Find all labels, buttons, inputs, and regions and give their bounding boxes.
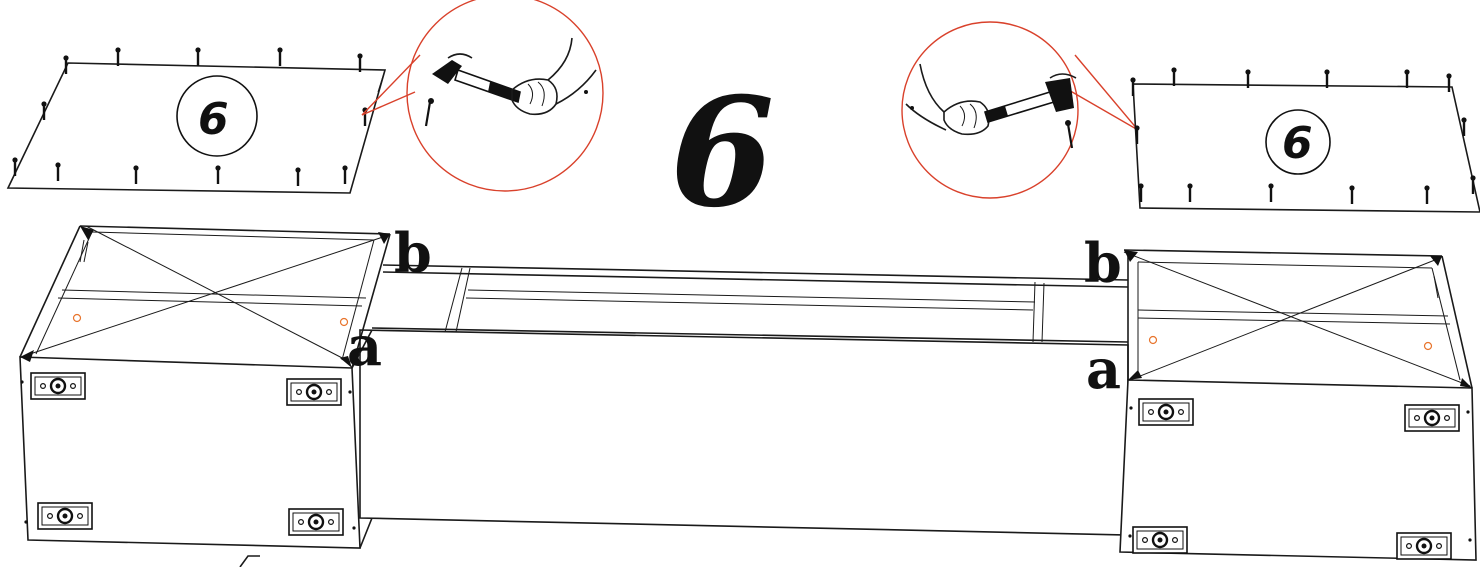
middle-section	[359, 264, 1129, 536]
label-a-left: a	[347, 314, 382, 378]
part-number-badge	[1265, 109, 1331, 175]
bracket-icon	[1131, 525, 1189, 555]
label-a-right: a	[1086, 337, 1121, 401]
arrow-marker	[378, 232, 390, 244]
bracket-icon	[36, 501, 94, 531]
right-top-panel: 6	[1129, 66, 1480, 213]
arrow-marker	[80, 226, 94, 240]
hammer-callout-right	[901, 21, 1139, 199]
bracket-icon	[1137, 397, 1195, 427]
bracket-icon	[287, 507, 345, 537]
arrow-marker	[340, 356, 352, 368]
label-b-right: b	[1084, 231, 1122, 295]
cropped-mark	[239, 555, 260, 567]
dowel-hole	[1148, 335, 1158, 345]
bracket-icon	[1403, 403, 1461, 433]
nail-icon	[1065, 120, 1074, 149]
label-b-left: b	[394, 221, 432, 285]
part-number-left: 6	[198, 94, 229, 145]
part-number-badge	[176, 75, 258, 157]
arrow-marker	[20, 350, 34, 362]
hand-icon	[905, 63, 990, 136]
nail-icon	[424, 98, 434, 127]
arrow-marker	[1430, 256, 1442, 266]
step-number: 6	[670, 65, 774, 241]
arrow-marker	[1128, 370, 1142, 380]
dowel-hole	[339, 317, 349, 327]
bracket-icon	[29, 371, 87, 401]
dowel-hole	[72, 313, 82, 323]
hammer-callout-left	[361, 0, 604, 192]
bracket-icon	[1395, 531, 1453, 561]
right-cabinet	[1119, 249, 1477, 561]
hand-icon	[511, 37, 597, 116]
dowel-hole	[1423, 341, 1433, 351]
hammer-icon	[984, 73, 1077, 123]
arrow-marker	[1460, 378, 1472, 388]
arrow-marker	[1124, 250, 1138, 262]
hammer-icon	[432, 53, 521, 104]
bracket-icon	[285, 377, 343, 407]
left-cabinet	[19, 225, 391, 549]
part-number-right: 6	[1282, 118, 1313, 169]
left-top-panel: 6	[6, 46, 387, 194]
